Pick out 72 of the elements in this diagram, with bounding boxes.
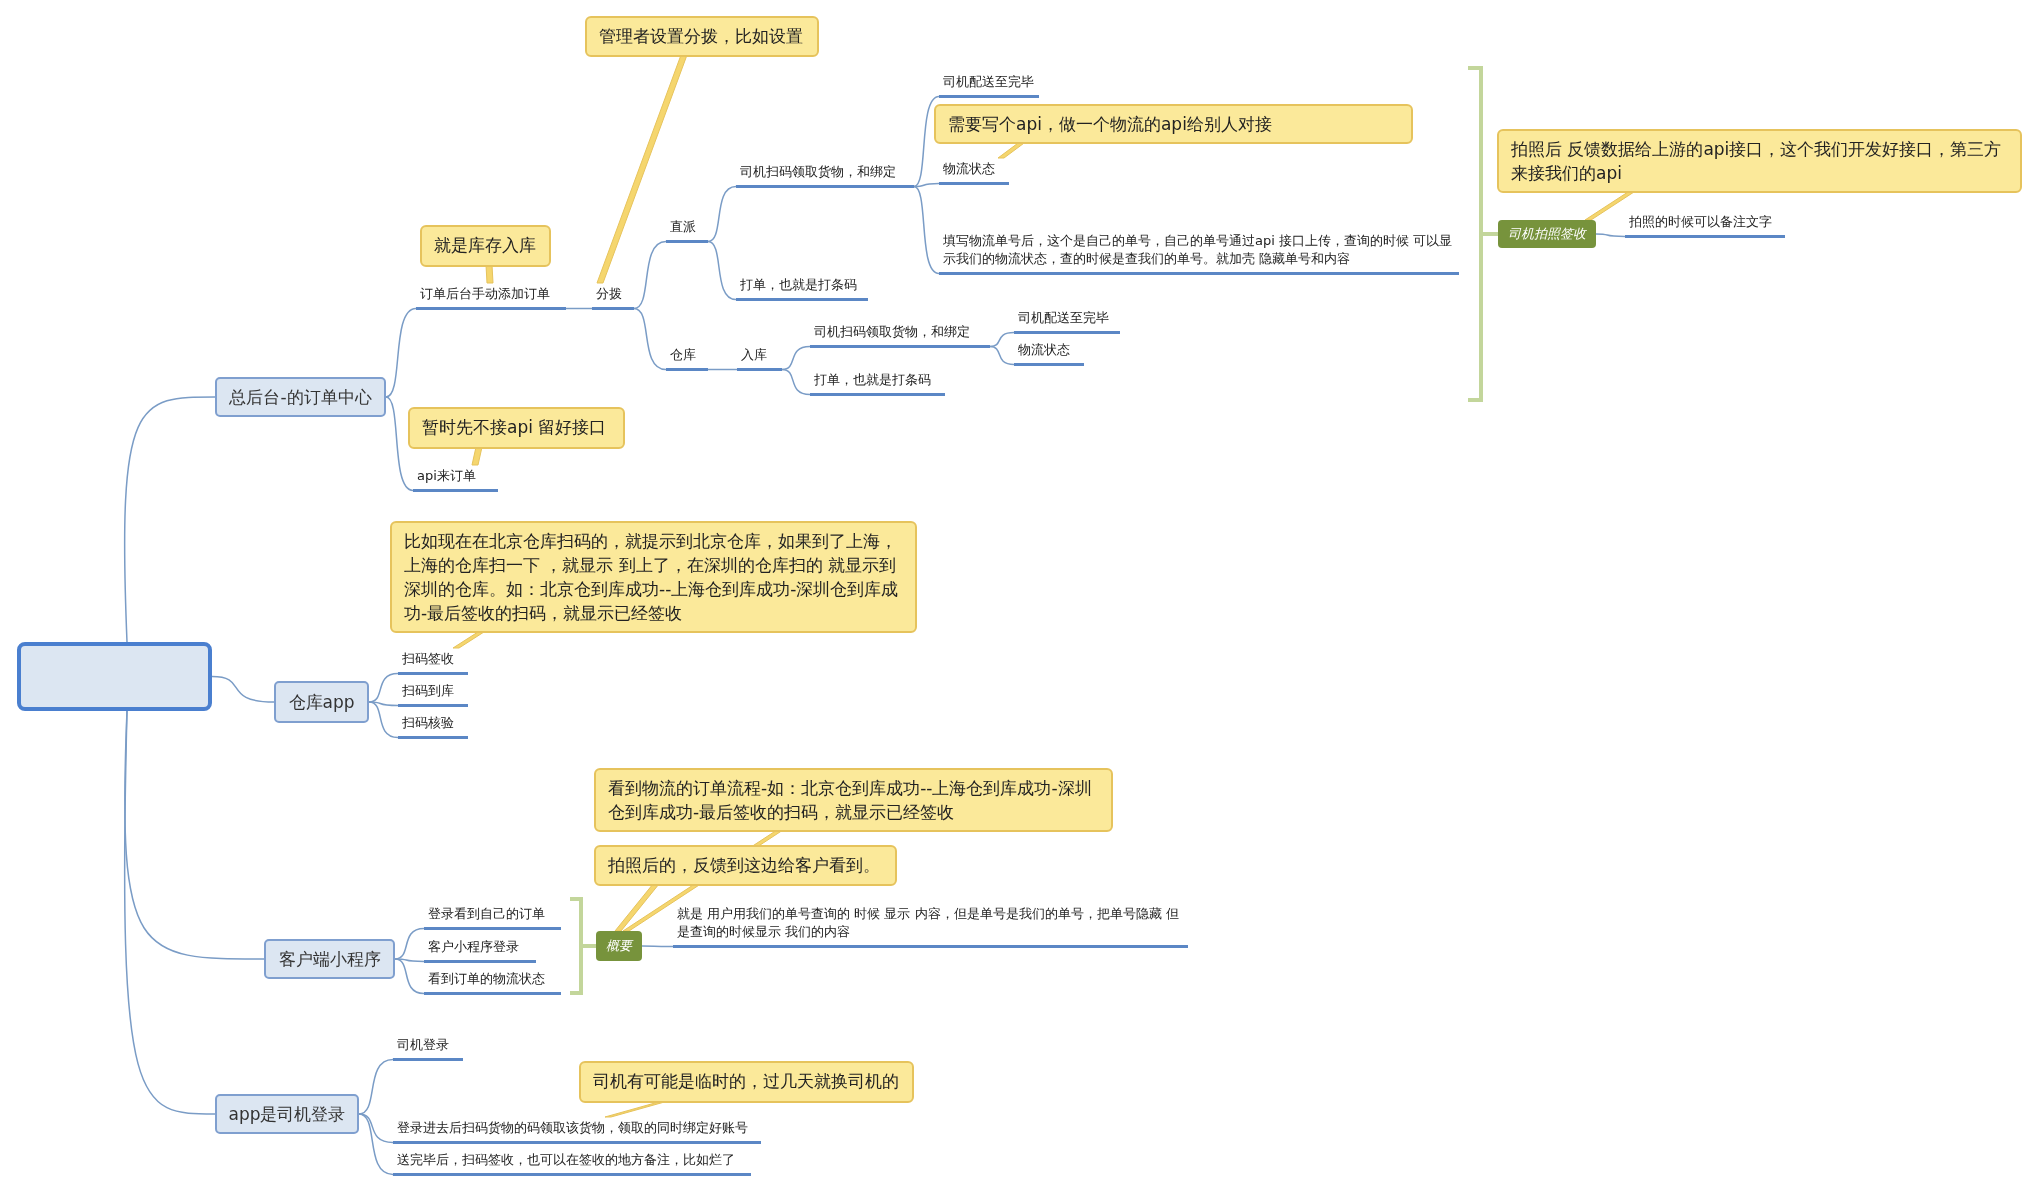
connector-line: [394, 927, 425, 960]
connector-line: [1595, 233, 1626, 238]
connector-line: [641, 945, 674, 948]
connector-line: [989, 345, 1015, 366]
callout-box: 需要写个api，做一个物流的api给别人对接: [934, 104, 1413, 144]
callout-box: 比如现在在北京仓库扫码的，就提示到北京仓库，如果到了上海，上海的仓库扫一下 ，就显示 到上了，在深圳的仓库扫的 就显示到深圳的仓库。如：北京仓到库成功--上海仓到库成功-深圳仓到库成功-最后签收的扫码，就显示已经签收: [390, 521, 917, 633]
callout-pointer: [485, 264, 494, 284]
subtopic-text: 登录看到自己的订单: [424, 903, 561, 930]
central-topic-box: [17, 642, 212, 711]
subtopic-text: 物流状态: [1014, 339, 1084, 366]
subtopic-text: 拍照的时候可以备注文字: [1625, 211, 1785, 238]
callout-box: 看到物流的订单流程-如：北京仓到库成功--上海仓到库成功-深圳仓到库成功-最后签收的扫码，就显示已经签收: [594, 768, 1113, 832]
subtopic-text: 看到订单的物流状态: [424, 968, 561, 995]
subtopic-text: 直派: [666, 216, 708, 243]
subtopic-text: 就是 用户用我们的单号查询的 时候 显示 内容，但是单号是我们的单号，把单号隐藏 但是查询的时候显示 我们的内容: [673, 903, 1188, 948]
subtopic-text: 扫码签收: [398, 648, 468, 675]
connector-line: [565, 307, 593, 310]
subtopic-text: 扫码到库: [398, 680, 468, 707]
topic-box: 客户端小程序: [264, 939, 395, 979]
callout-box: 暂时先不接api 留好接口: [408, 407, 625, 449]
connector-line: [385, 307, 417, 398]
subtopic-text: 订单后台手动添加订单: [416, 283, 566, 310]
callout-box: 就是库存入库: [420, 225, 551, 267]
summary-label: 司机拍照签收: [1498, 220, 1596, 248]
subtopic-text: 仓库: [666, 344, 708, 371]
connector-line: [989, 331, 1015, 348]
summary-label: 概要: [596, 931, 642, 961]
subtopic-text: 填写物流单号后，这个是自己的单号，自己的单号通过api 接口上传，查询的时候 可以显示我们的物流状态，查的时候是查我们的单号。就加壳 隐藏单号和内容: [939, 230, 1459, 275]
connector-line: [358, 1058, 394, 1115]
connector-line: [781, 368, 811, 396]
topic-box: 仓库app: [274, 681, 369, 723]
connector-line: [385, 396, 414, 492]
subtopic-text: 打单，也就是打条码: [810, 369, 945, 396]
subtopic-text: 司机扫码领取货物，和绑定: [736, 161, 914, 188]
callout-pointer: [997, 141, 1026, 159]
callout-box: 管理者设置分拨，比如设置: [585, 16, 819, 57]
subtopic-text: api来订单: [413, 465, 498, 492]
connector-line: [124, 710, 265, 960]
topic-box: app是司机登录: [215, 1094, 359, 1134]
callout-box: 拍照后 反馈数据给上游的api接口，这个我们开发好接口，第三方来接我们的api: [1497, 129, 2022, 193]
subtopic-text: 司机配送至完毕: [1014, 307, 1120, 334]
subtopic-text: 送完毕后，扫码签收，也可以在签收的地方备注，比如烂了: [393, 1149, 751, 1176]
subtopic-text: 司机配送至完毕: [939, 71, 1039, 98]
subtopic-text: 登录进去后扫码货物的码领取该货物，领取的同时绑定好账号: [393, 1117, 761, 1144]
connector-line: [123, 396, 216, 643]
callout-pointer: [452, 630, 486, 649]
subtopic-text: 客户小程序登录: [424, 936, 536, 963]
callout-pointer: [596, 54, 688, 284]
subtopic-text: 扫码核验: [398, 712, 468, 739]
subtopic-text: 司机登录: [393, 1034, 463, 1061]
connector-line: [707, 240, 737, 301]
callout-box: 拍照后的，反馈到这边给客户看到。: [594, 845, 897, 886]
connector-line: [633, 307, 667, 371]
connector-line: [211, 675, 275, 703]
topic-box: 总后台-的订单中心: [215, 377, 386, 417]
subtopic-text: 分拨: [592, 283, 634, 310]
subtopic-text: 打单，也就是打条码: [736, 274, 868, 301]
subtopic-text: 司机扫码领取货物，和绑定: [810, 321, 990, 348]
connector-line: [913, 182, 940, 188]
subtopic-text: 物流状态: [939, 158, 1009, 185]
connector-line: [913, 95, 940, 188]
callout-pointer: [614, 883, 660, 932]
connector-line: [913, 185, 940, 275]
callout-pointer: [1584, 190, 1636, 221]
connector-line: [707, 185, 737, 243]
connector-line: [781, 345, 811, 371]
subtopic-text: 入库: [737, 344, 782, 371]
connector-line: [633, 240, 667, 310]
connector-line: [707, 368, 738, 371]
callout-box: 司机有可能是临时的，过几天就换司机的: [579, 1061, 914, 1103]
callout-pointer: [471, 446, 483, 466]
connector-line: [368, 672, 399, 703]
